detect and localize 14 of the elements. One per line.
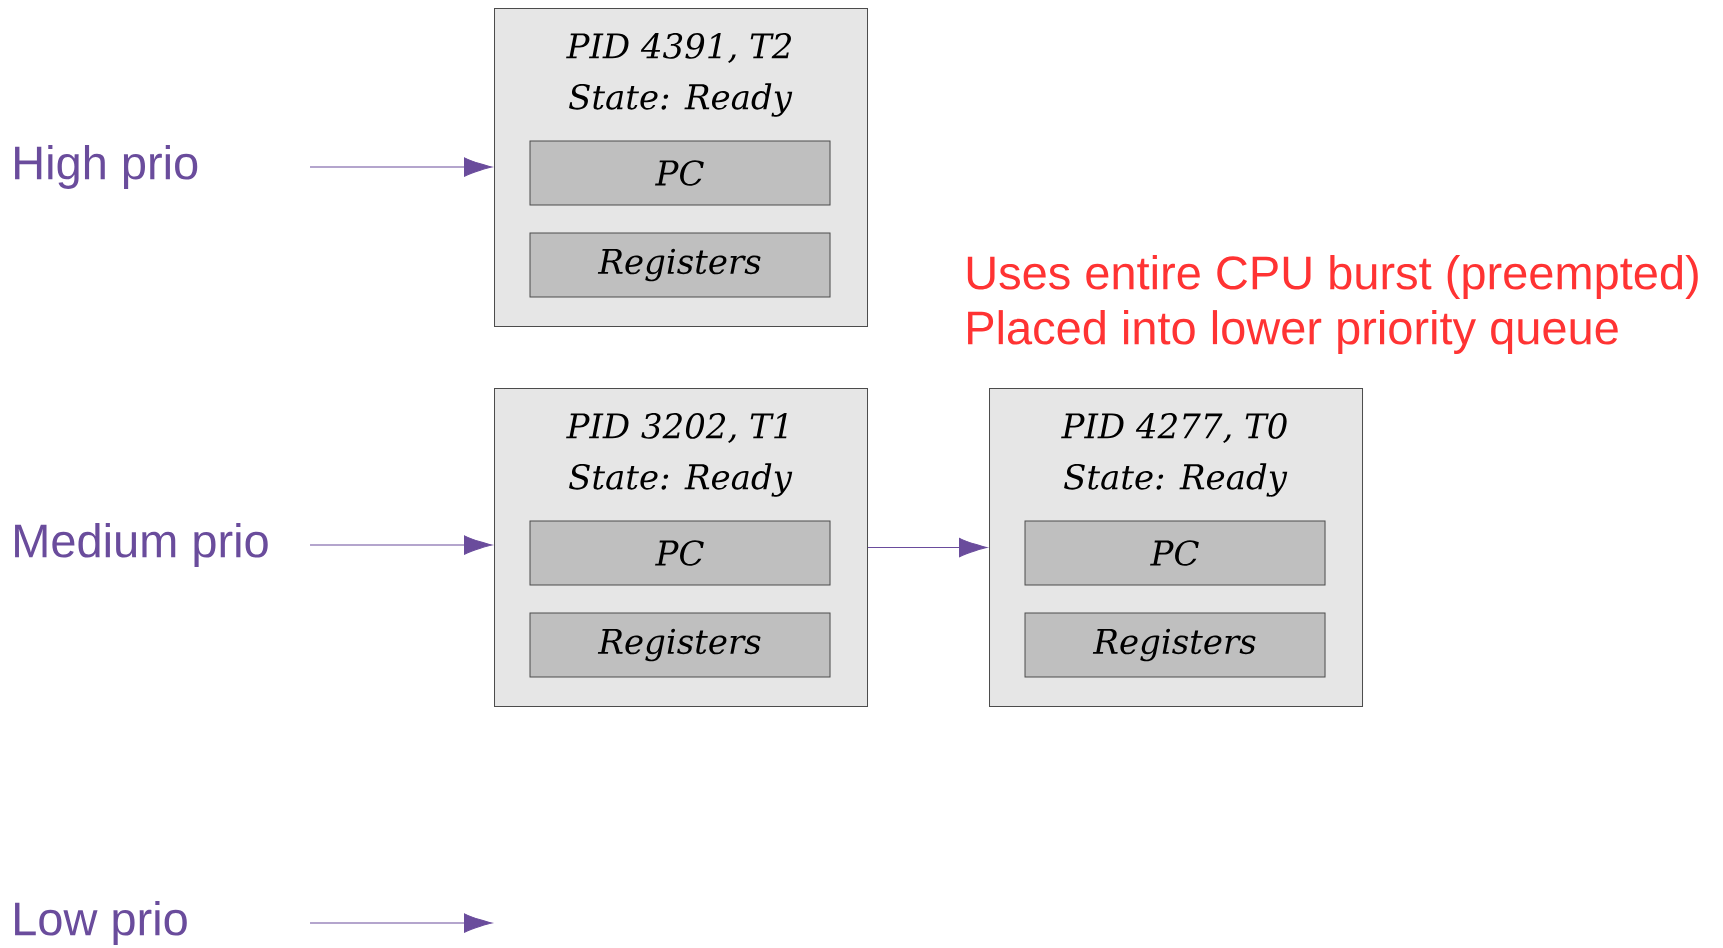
field-box: PC bbox=[529, 140, 831, 206]
field-box: PC bbox=[529, 520, 831, 586]
field-box: Registers bbox=[529, 232, 831, 298]
note-text: Placed into lower priority queue bbox=[968, 310, 1618, 354]
field-box: PC bbox=[1024, 520, 1326, 586]
priority-label: High prio bbox=[15, 145, 198, 189]
priority-label: Medium prio bbox=[15, 523, 268, 567]
arrow bbox=[309, 157, 493, 177]
field-box: Registers bbox=[529, 612, 831, 678]
note-text: Uses entire CPU burst (preempted) bbox=[967, 255, 1698, 299]
arrow bbox=[309, 535, 493, 555]
arrow bbox=[867, 537, 988, 558]
field-box: Registers bbox=[1024, 612, 1326, 678]
priority-label: Low prio bbox=[15, 901, 187, 945]
